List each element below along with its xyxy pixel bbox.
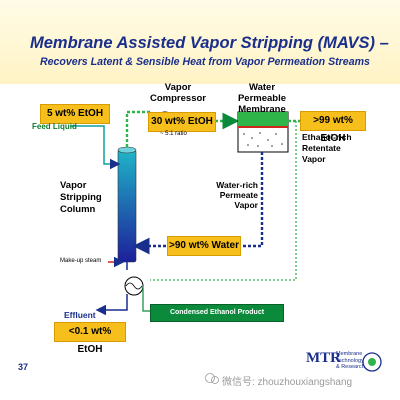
retentate-return-line — [150, 121, 297, 281]
membrane-module — [237, 111, 289, 153]
heat-exchanger — [124, 276, 144, 296]
makeup-steam-label: Make-up steam — [60, 258, 102, 264]
diagram-title: Membrane Assisted Vapor Stripping (MAVS)… — [30, 34, 389, 52]
mtr-logo-subtitle: Membrane Technology & Research — [336, 351, 365, 370]
wechat-icon — [205, 373, 219, 384]
stripping-column — [117, 146, 137, 263]
membrane-label: Water Permeable Membrane — [237, 82, 287, 115]
feed-line — [70, 125, 121, 170]
compressor-concentration-box: 30 wt% EtOH — [148, 112, 216, 132]
title-band — [0, 0, 400, 84]
retentate-concentration-box: >99 wt% EtOH — [300, 111, 366, 144]
epa-seal-icon — [362, 352, 382, 372]
watermark-text: 微信号: zhouzhouxiangshang — [222, 377, 353, 388]
diagram-subtitle: Recovers Latent & Sensible Heat from Vap… — [40, 56, 370, 68]
column-label: Vapor Stripping Column — [60, 180, 102, 215]
water-concentration-box: >90 wt% Water — [167, 236, 241, 256]
effluent-label: Effluent — [64, 310, 96, 320]
retentate-label: Ethanol-rich Retentate Vapor — [302, 132, 352, 164]
effluent-concentration-box: <0.1 wt% EtOH — [54, 322, 126, 355]
vapor-compressor-label: Vapor Compressor — [150, 82, 206, 104]
feed-concentration-box: 5 wt% EtOH — [40, 104, 110, 124]
effluent-line — [95, 294, 128, 316]
mtr-logo: MTR — [306, 350, 341, 366]
page-number: 37 — [18, 362, 29, 372]
condensed-product-box: Condensed Ethanol Product — [150, 304, 284, 322]
feed-liquid-label: Feed Liquid — [32, 122, 77, 131]
compression-ratio-label: ~ 5:1 ratio — [160, 131, 187, 137]
product-line — [142, 286, 150, 312]
permeate-label: Water-rich Permeate Vapor — [216, 180, 258, 210]
